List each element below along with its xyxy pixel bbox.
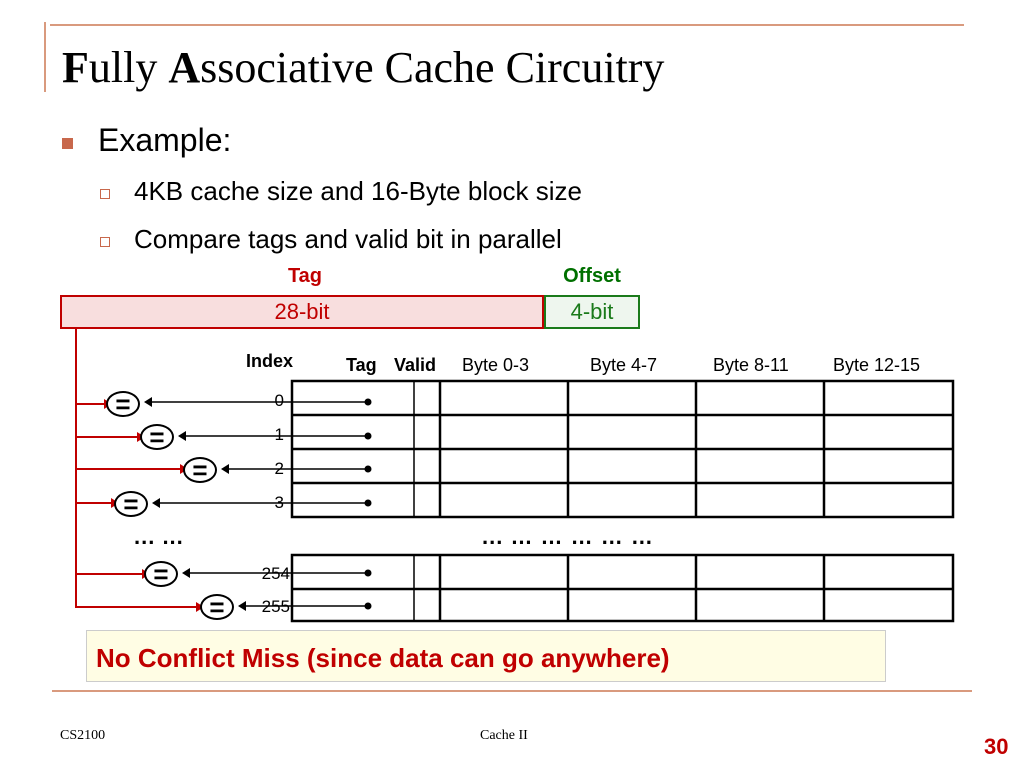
arrow-left-icon (221, 464, 229, 474)
arrow-left-icon (182, 568, 190, 578)
junction-dot (364, 398, 372, 406)
title-part: ully (88, 43, 169, 92)
address-offset-label: Offset (563, 265, 621, 287)
junction-dot (364, 432, 372, 440)
address-tag-field: 28-bit (60, 295, 544, 329)
junction-dot (364, 465, 372, 473)
title-part: F (62, 43, 89, 92)
footer-topic: Cache II (480, 728, 528, 743)
slide-title: Fully Associative Cache Circuitry (62, 42, 664, 93)
sub-bullet-text: 4KB cache size and 16-Byte block size (134, 176, 583, 206)
top-rule (50, 24, 964, 26)
comparator-icon: = (140, 424, 174, 450)
address-offset-field: 4-bit (544, 295, 640, 329)
tag-wires (75, 329, 196, 608)
cache-table-top (290, 379, 955, 519)
title-part: A (168, 43, 201, 92)
row-index: 3 (274, 493, 284, 512)
column-header-byte: Byte 0-3 (462, 355, 530, 375)
ellipsis-left: ... ... (134, 524, 184, 549)
entry-wires (152, 401, 370, 607)
junction-dot (364, 602, 372, 610)
entry-arrowheads (144, 397, 372, 611)
column-header-byte: Byte 8-11 (713, 355, 789, 375)
arrow-left-icon (144, 397, 152, 407)
footer-rule (52, 690, 972, 692)
arrow-left-icon (152, 498, 160, 508)
comparator-icon: = (200, 594, 234, 620)
comparator-icon: = (106, 391, 140, 417)
hollow-square-bullet-icon (100, 189, 110, 199)
comparator-icon: = (114, 491, 148, 517)
cache-table-bottom (290, 553, 955, 623)
row-index: 2 (274, 459, 284, 478)
column-header-byte: Byte 12-15 (833, 355, 921, 375)
title-part: ssociative Cache Circuitry (200, 43, 665, 92)
comparator-icon: = (183, 457, 217, 483)
row-index: 0 (274, 391, 284, 410)
callout-box (86, 630, 886, 682)
column-header-valid: Valid (394, 355, 437, 375)
junction-dot (364, 569, 372, 577)
index-header: Index (246, 351, 294, 371)
comparator-icon: = (144, 561, 178, 587)
row-index: 1 (274, 425, 284, 444)
row-index: 255 (261, 597, 290, 616)
callout-text: No Conflict Miss (since data can go anyw… (96, 643, 670, 673)
arrow-left-icon (238, 601, 246, 611)
junction-dot (364, 499, 372, 507)
hollow-square-bullet-icon (100, 237, 110, 247)
address-tag-label: Tag (287, 265, 323, 287)
sub-bullet-text: Compare tags and valid bit in parallel (134, 224, 562, 254)
column-header-tag: Tag (346, 355, 377, 375)
bullet-text: Example: (98, 122, 232, 158)
row-index: 254 (261, 564, 290, 583)
page-number: 30 (984, 734, 1009, 759)
square-bullet-icon (62, 138, 73, 149)
footer-course: CS2100 (60, 728, 106, 743)
column-header-byte: Byte 4-7 (590, 355, 658, 375)
arrow-left-icon (178, 431, 186, 441)
left-rule (44, 22, 46, 92)
ellipsis-right: ... … … … … … (482, 524, 654, 549)
